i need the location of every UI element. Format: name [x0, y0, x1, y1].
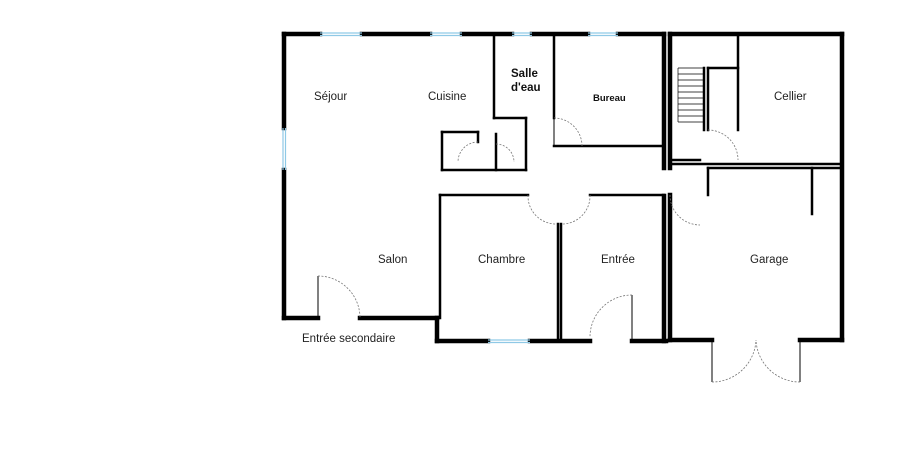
stairs: [677, 67, 704, 123]
room-label-garage: Garage: [750, 254, 788, 266]
room-label-sejour: Séjour: [314, 91, 347, 103]
interior-walls: [438, 32, 844, 343]
exterior-walls: [281, 31, 845, 344]
room-label-salle-deau-1: Salle: [511, 68, 538, 80]
doors: [317, 117, 801, 383]
room-label-cuisine: Cuisine: [428, 91, 466, 103]
room-label-bureau: Bureau: [593, 93, 626, 104]
room-label-entree-secondaire: Entrée secondaire: [302, 333, 395, 345]
room-label-entree: Entrée: [601, 254, 635, 266]
room-label-salle-deau-2: d'eau: [511, 82, 541, 94]
windows: [282, 32, 618, 344]
room-label-cellier: Cellier: [774, 91, 807, 103]
room-label-chambre: Chambre: [478, 254, 525, 266]
room-label-salon: Salon: [378, 254, 407, 266]
